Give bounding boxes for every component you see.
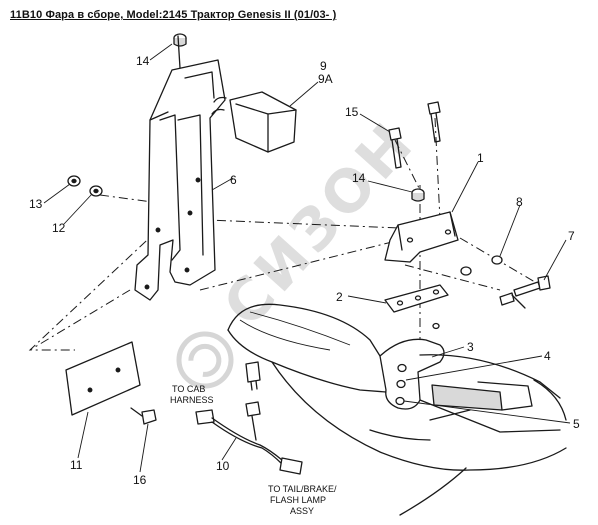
callout-10: 10 — [216, 459, 230, 473]
callout-2: 2 — [336, 290, 343, 304]
note-cab-harness-line2: HARNESS — [170, 395, 214, 405]
callout-4: 4 — [544, 349, 551, 363]
callout-12: 12 — [52, 221, 66, 235]
part-14-nut-mid — [411, 188, 425, 202]
callout-8: 8 — [516, 195, 523, 209]
callout-7: 7 — [568, 229, 575, 243]
callout-5: 5 — [573, 417, 580, 431]
part-14-nut-top — [173, 33, 187, 47]
notes: TO CAB HARNESS TO TAIL/BRAKE/ FLASH LAMP… — [170, 384, 337, 516]
part-1-plate — [384, 211, 459, 263]
part-13-nut — [67, 175, 81, 187]
callout-9: 9 — [320, 59, 327, 73]
part-2-plate — [384, 284, 449, 330]
leader-lines — [43, 43, 571, 473]
callout-9a: 9A — [318, 72, 333, 86]
callout-6: 6 — [230, 173, 237, 187]
part-11-reflector — [65, 341, 141, 416]
part-6-bracket — [134, 35, 226, 301]
callout-16: 16 — [133, 473, 147, 487]
part-8-washer — [460, 255, 503, 276]
part-15-bolts — [388, 101, 441, 169]
note-tail-lamp-line2: FLASH LAMP — [270, 495, 326, 505]
diagram-title: 11В10 Фара в сборе, Model:2145 Трактор G… — [10, 9, 337, 21]
callouts: 14 9 9A 6 13 12 15 14 1 8 7 2 3 4 5 11 1… — [29, 54, 580, 487]
callout-13: 13 — [29, 197, 43, 211]
callout-15: 15 — [345, 105, 359, 119]
part-3-bracket — [379, 338, 445, 410]
part-7-bolt — [499, 275, 551, 309]
note-tail-lamp-line3: ASSY — [290, 506, 314, 516]
callout-1: 1 — [477, 151, 484, 165]
note-tail-lamp-line1: TO TAIL/BRAKE/ — [268, 484, 337, 494]
part-9-lamp — [211, 91, 297, 153]
note-cab-harness-line1: TO CAB — [172, 384, 205, 394]
callout-3: 3 — [467, 340, 474, 354]
callout-14-mid: 14 — [352, 171, 366, 185]
part-10-harness — [195, 361, 303, 475]
callout-14-top: 14 — [136, 54, 150, 68]
part-16-screw — [130, 407, 157, 425]
part-12-washer — [89, 185, 103, 197]
callout-11: 11 — [70, 458, 83, 472]
watermark-logo — [176, 331, 234, 389]
